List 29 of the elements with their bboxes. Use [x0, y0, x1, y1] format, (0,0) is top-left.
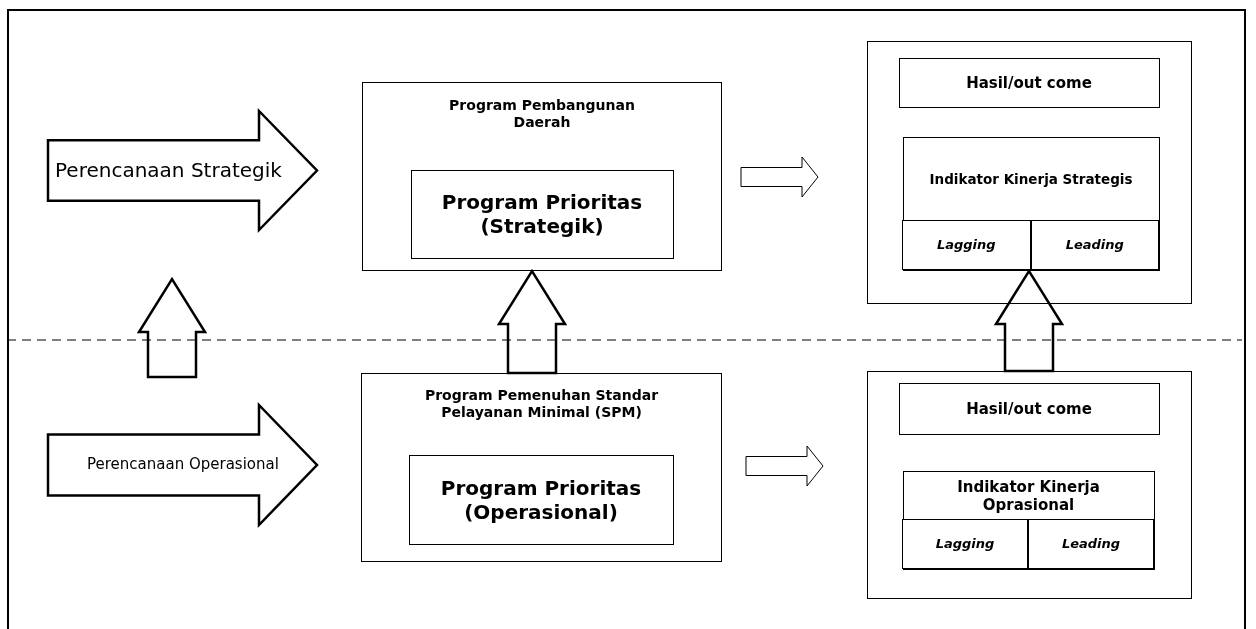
block-arrow — [740, 156, 819, 198]
outcome-panel — [867, 371, 1192, 599]
table-cell: Lagging — [936, 237, 996, 253]
box-text: Hasil/out come — [966, 73, 1092, 92]
box-title: Program Pembangunan Daerah — [448, 97, 636, 131]
arrow-label: Perencanaan Operasional — [87, 455, 279, 474]
outcome-box — [898, 57, 1160, 108]
table-cell: Lagging — [935, 536, 995, 552]
box-text: Program Prioritas (Operasional) — [439, 475, 643, 524]
box-text: Program Prioritas (Strategik) — [440, 190, 644, 238]
indicator-table — [902, 470, 1155, 570]
indicator-heading: Indikator Kinerja Oprasional — [956, 478, 1101, 514]
block-arrow — [136, 276, 208, 379]
box-text: Hasil/out come — [966, 399, 1092, 418]
table-cell: Leading — [1065, 237, 1124, 253]
arrow-label: Perencanaan Strategik — [55, 157, 282, 182]
box-title: Program Pemenuhan Standar Pelayanan Minimal (SPM) — [423, 387, 660, 421]
outcome-panel — [867, 41, 1192, 304]
program-box — [361, 373, 722, 562]
block-arrow — [993, 268, 1065, 373]
indicator-table — [902, 136, 1160, 271]
table-cell: Leading — [1061, 536, 1121, 552]
priority-box — [410, 169, 674, 259]
block-arrow — [745, 445, 824, 487]
priority-box — [408, 454, 674, 545]
block-arrow — [496, 268, 568, 375]
outcome-box — [898, 382, 1160, 435]
indicator-heading: Indikator Kinerja Strategis — [929, 171, 1133, 188]
program-box — [362, 82, 722, 271]
